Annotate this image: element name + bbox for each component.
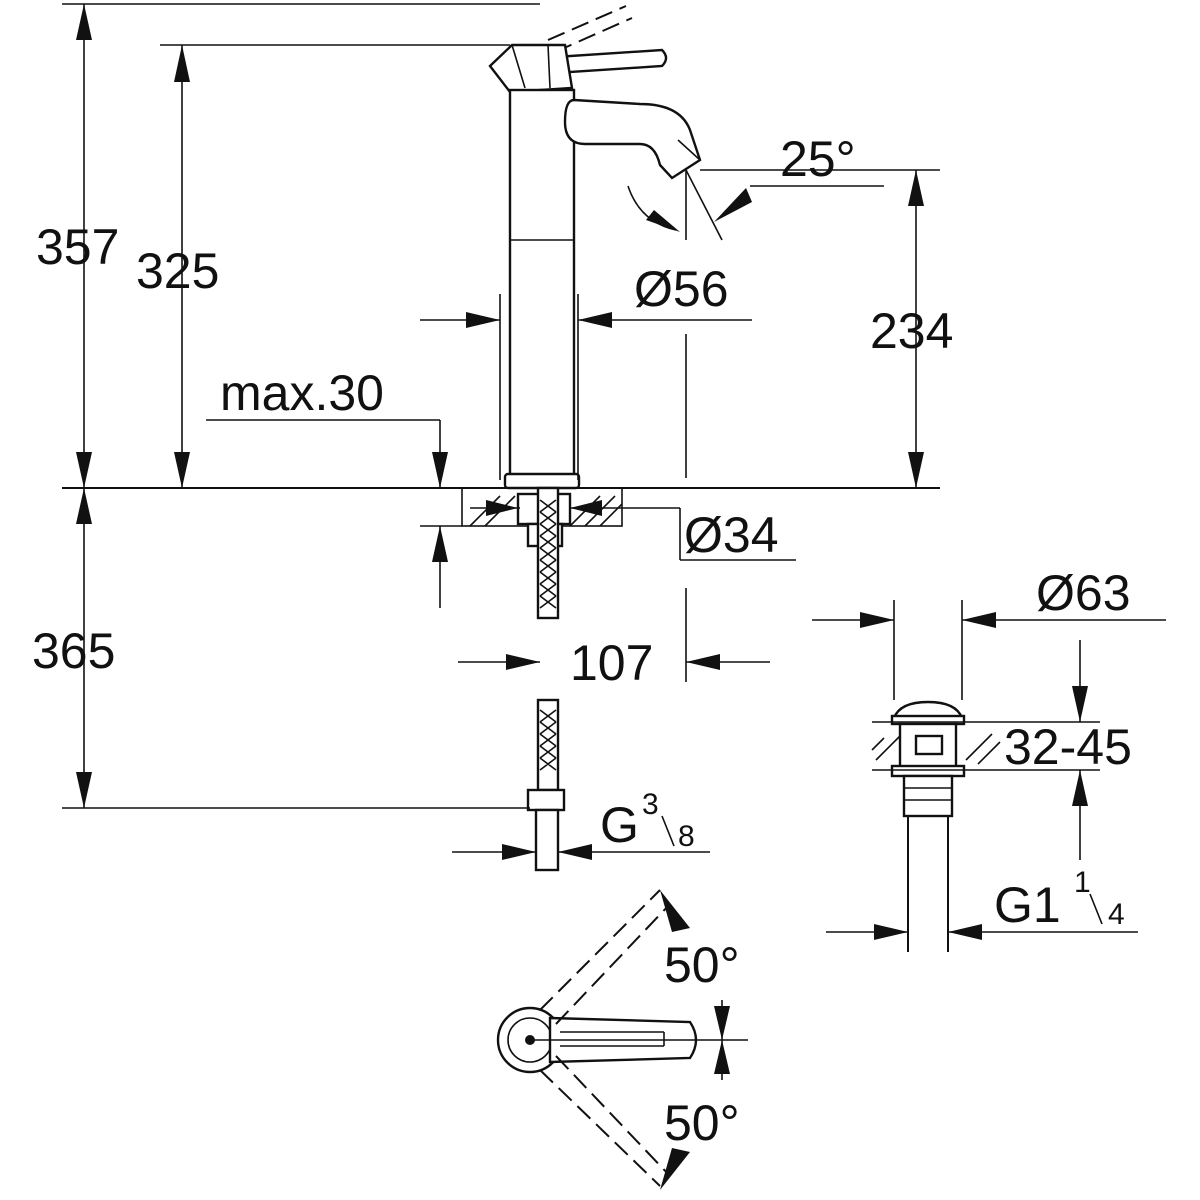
dim-hole-diameter: Ø34 xyxy=(470,500,796,563)
label-g114-main: G1 xyxy=(994,877,1061,933)
label-50deg-up: 50° xyxy=(664,937,740,993)
dim-waste-thread: G1 1 4 xyxy=(826,866,1138,940)
dim-handle-height: 325 xyxy=(136,44,510,488)
label-32-45: 32-45 xyxy=(1004,719,1132,775)
deck-section xyxy=(62,487,940,548)
dim-deck-thickness: max.30 xyxy=(206,365,462,608)
dim-overall-height: 357 xyxy=(36,3,540,488)
label-25deg: 25° xyxy=(780,131,856,187)
supply-hose xyxy=(526,486,566,872)
dim-below-deck: 365 xyxy=(32,488,530,809)
label-34: Ø34 xyxy=(684,507,779,563)
label-365: 365 xyxy=(32,623,115,679)
label-max30: max.30 xyxy=(220,365,384,421)
label-50deg-down: 50° xyxy=(664,1095,740,1151)
label-g38-main: G xyxy=(600,797,639,853)
label-325: 325 xyxy=(136,243,219,299)
label-56: Ø56 xyxy=(634,261,729,317)
label-63: Ø63 xyxy=(1036,565,1131,621)
faucet-side-view xyxy=(488,5,702,490)
cartridge-head xyxy=(488,43,574,94)
dim-spout-height: 234 xyxy=(700,169,953,488)
waste-drain xyxy=(871,700,1100,952)
label-g114-num: 1 xyxy=(1074,866,1091,899)
handle-lever xyxy=(538,48,668,76)
spout xyxy=(563,98,702,180)
faucet-body xyxy=(508,88,576,484)
dim-waste-range: 32-45 xyxy=(1004,640,1132,860)
base-collar xyxy=(503,472,581,490)
lever-top-view: 50° 50° xyxy=(496,889,748,1190)
dim-hose-thread: G 3 8 xyxy=(452,788,710,860)
label-g114-den: 4 xyxy=(1108,898,1125,931)
label-g38-num: 3 xyxy=(642,788,659,821)
dim-body-diameter: Ø56 xyxy=(420,261,752,480)
label-107: 107 xyxy=(570,635,653,691)
dim-reach: 107 xyxy=(458,588,770,691)
hose-nut xyxy=(526,788,566,812)
label-234: 234 xyxy=(870,303,953,359)
label-g38-den: 8 xyxy=(678,820,695,853)
drain-cap xyxy=(892,700,964,720)
dim-spout-angle: 25° xyxy=(627,131,884,241)
handle-lever-raised xyxy=(547,5,633,53)
label-357: 357 xyxy=(36,219,119,275)
dim-waste-diameter: Ø63 xyxy=(812,565,1166,700)
